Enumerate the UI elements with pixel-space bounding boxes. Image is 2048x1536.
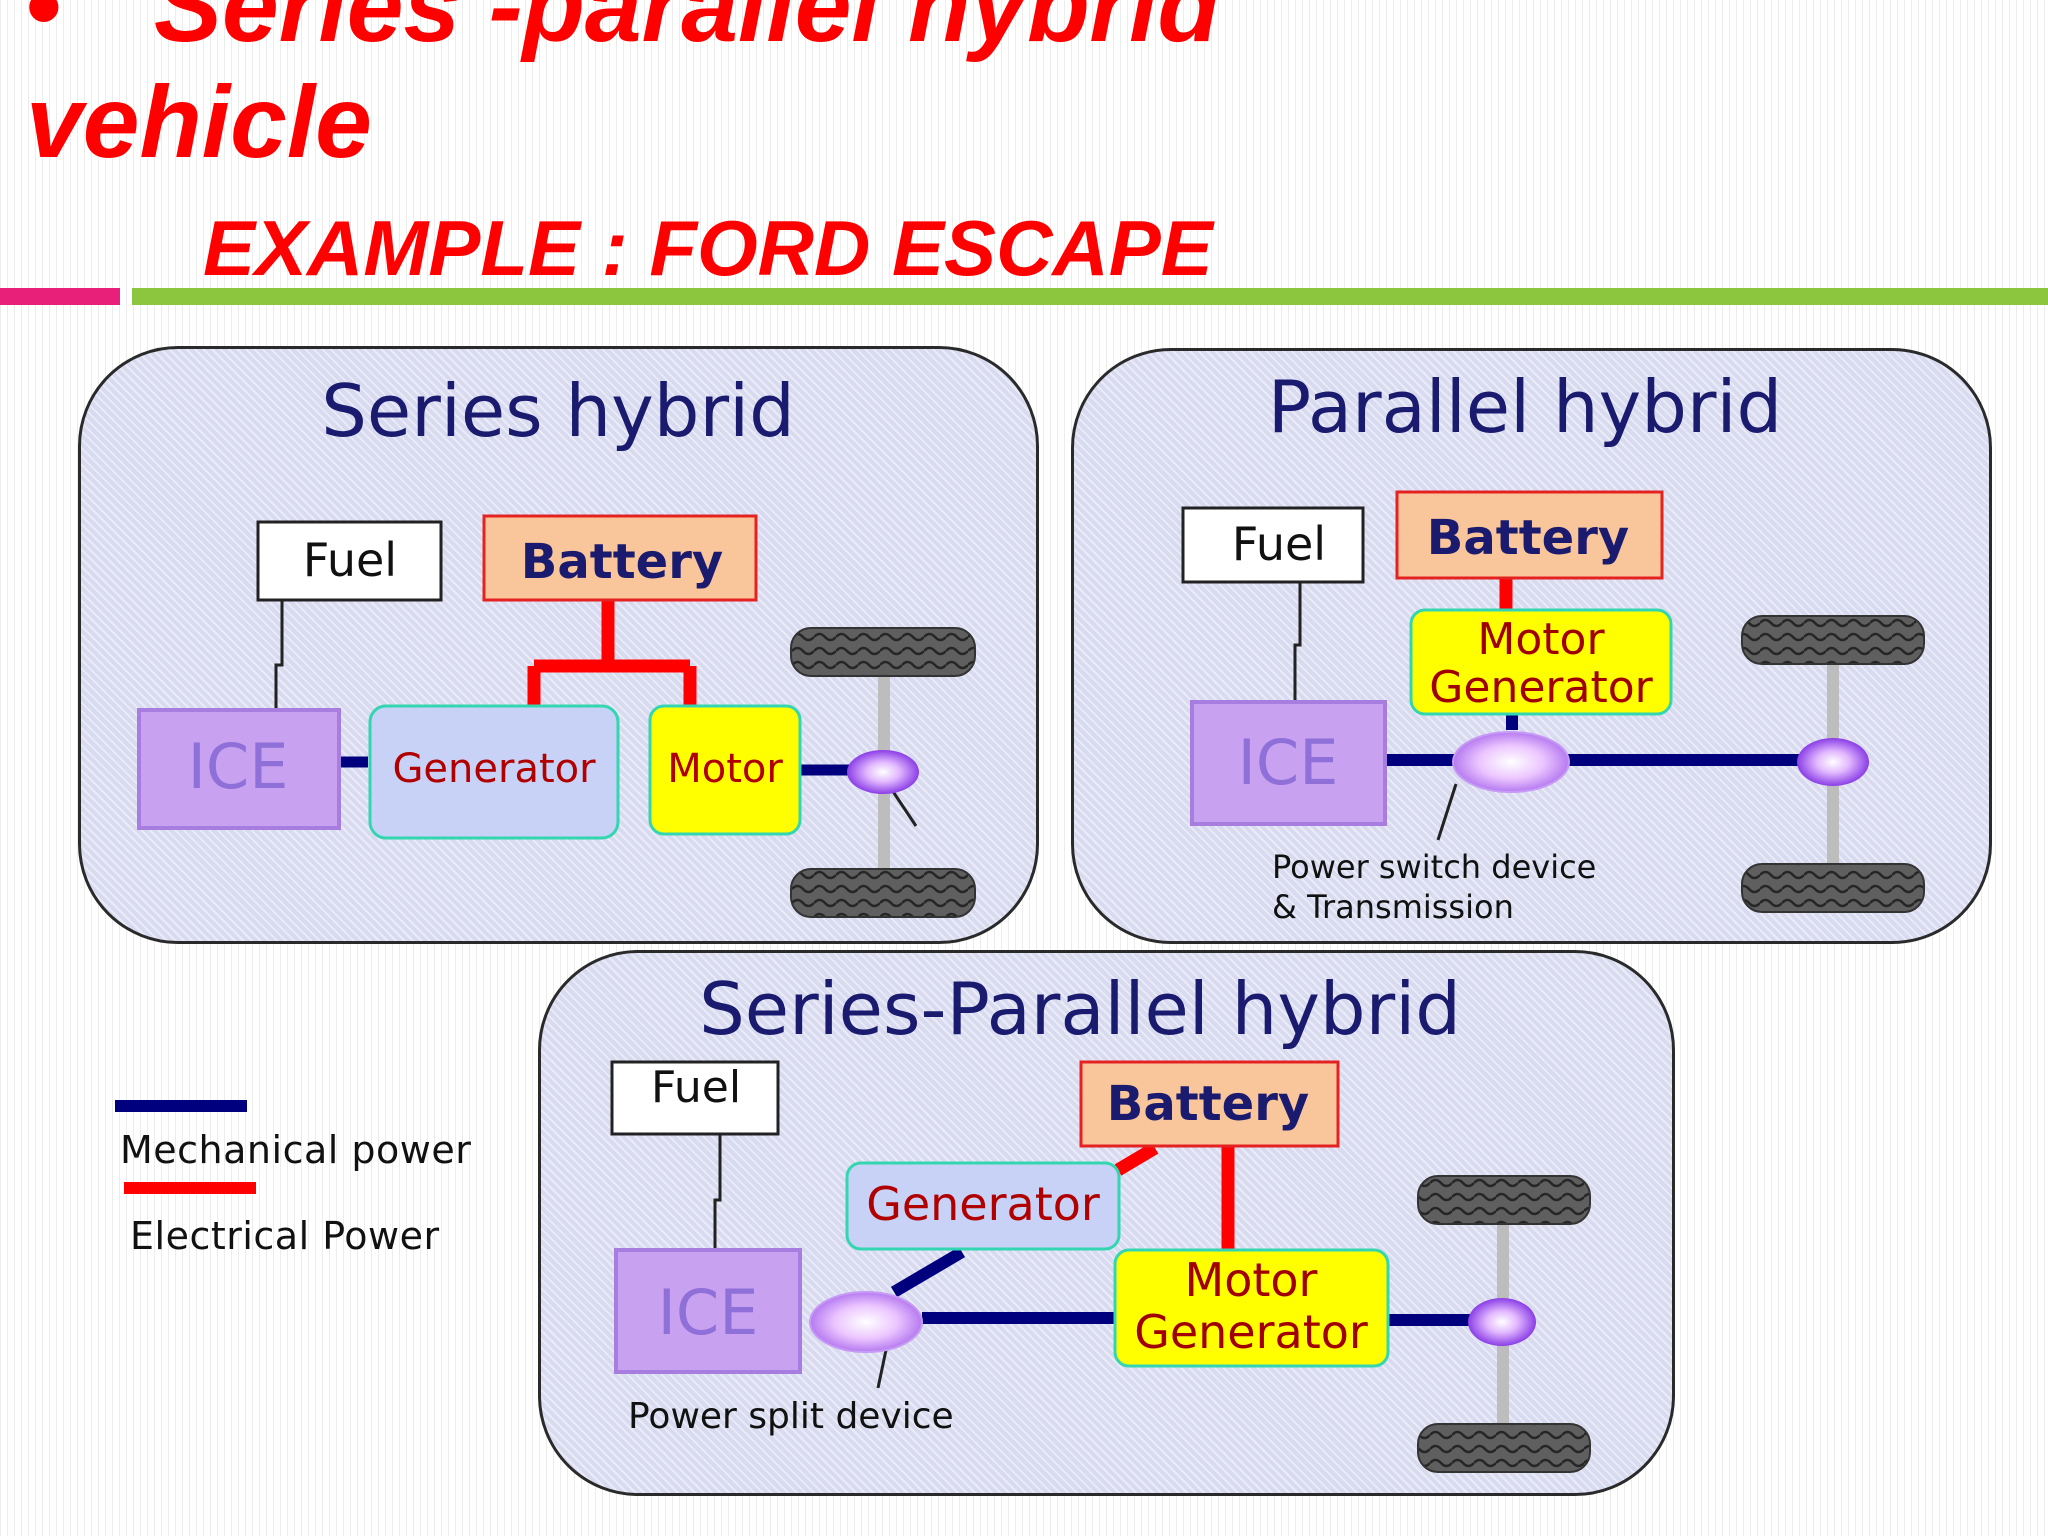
series-motor-box: Motor (648, 704, 802, 836)
series-parallel-power-split-device (809, 1291, 923, 1353)
series-parallel-axle-gear (1468, 1298, 1536, 1346)
slide-subtitle: EXAMPLE : FORD ESCAPE (203, 204, 1213, 292)
title-accent-pink (0, 288, 120, 305)
parallel-ice-label: ICE (1238, 726, 1339, 799)
parallel-ice-box: ICE (1190, 700, 1387, 826)
parallel-motor-generator-line2: Generator (1429, 662, 1653, 713)
series-parallel-fuel-box: Fuel (610, 1060, 780, 1136)
parallel-battery-label: Battery (1427, 510, 1629, 566)
series-parallel-motor-generator-box: Motor Generator (1113, 1248, 1390, 1368)
series-fuel-label: Fuel (303, 533, 397, 587)
series-parallel-motor-generator-line1: Motor (1185, 1253, 1318, 1307)
series-ice-box: ICE (137, 708, 341, 830)
parallel-fuel-label: Fuel (1232, 517, 1326, 571)
series-battery-box: Battery (482, 514, 758, 602)
parallel-motor-generator-line1: Motor (1477, 614, 1605, 665)
parallel-device-label-line1: Power switch device (1272, 848, 1596, 886)
series-parallel-ice-box: ICE (614, 1248, 802, 1374)
series-wheel-bottom (790, 868, 976, 918)
series-hybrid-title: Series hybrid (321, 369, 795, 453)
series-parallel-battery-label: Battery (1107, 1076, 1309, 1132)
series-wheel-top (790, 627, 976, 677)
parallel-axle-gear (1797, 738, 1869, 786)
legend-mechanical-label: Mechanical power (120, 1128, 472, 1172)
parallel-wheel-top (1741, 615, 1925, 665)
series-parallel-battery-box: Battery (1079, 1060, 1340, 1148)
series-parallel-fuel-label: Fuel (651, 1062, 741, 1113)
title-line-1: Series -parallel hybrid (154, 0, 1220, 63)
series-parallel-fuel-line (713, 1134, 722, 1250)
series-parallel-motor-generator-line2: Generator (1134, 1305, 1368, 1359)
series-fuel-box: Fuel (256, 520, 443, 602)
legend-electrical-label: Electrical Power (130, 1214, 440, 1258)
series-motor-label: Motor (667, 746, 783, 792)
series-battery-links (527, 600, 697, 710)
legend-mechanical-swatch (115, 1100, 247, 1112)
title-accent-green (132, 288, 2048, 305)
legend-electrical-swatch (124, 1182, 256, 1194)
series-parallel-electrical-links (1114, 1142, 1235, 1250)
series-parallel-generator-label: Generator (866, 1177, 1100, 1231)
series-parallel-wheel-bottom (1417, 1423, 1591, 1473)
title-line-2: vehicle (26, 65, 372, 179)
series-parallel-wheel-top (1417, 1175, 1591, 1225)
series-parallel-generator-box: Generator (845, 1161, 1121, 1251)
parallel-fuel-box: Fuel (1181, 506, 1365, 584)
parallel-power-switch-device (1452, 731, 1570, 793)
series-generator-label: Generator (392, 746, 596, 792)
title-bullet: • (26, 0, 62, 63)
series-parallel-hybrid-title: Series-Parallel hybrid (699, 967, 1461, 1051)
series-parallel-ice-label: ICE (658, 1276, 759, 1349)
parallel-fuel-line (1293, 582, 1302, 702)
parallel-battery-box: Battery (1395, 490, 1664, 580)
series-generator-box: Generator (368, 704, 620, 840)
series-axle-gear (847, 750, 919, 794)
parallel-device-label-line2: & Transmission (1272, 888, 1514, 926)
series-ice-label: ICE (188, 730, 289, 803)
series-parallel-device-label: Power split device (628, 1396, 954, 1437)
parallel-wheel-bottom (1741, 863, 1925, 913)
series-battery-label: Battery (521, 534, 723, 590)
series-fuel-line (274, 600, 284, 710)
parallel-hybrid-title: Parallel hybrid (1268, 365, 1782, 449)
parallel-motor-generator-box: Motor Generator (1409, 608, 1673, 716)
